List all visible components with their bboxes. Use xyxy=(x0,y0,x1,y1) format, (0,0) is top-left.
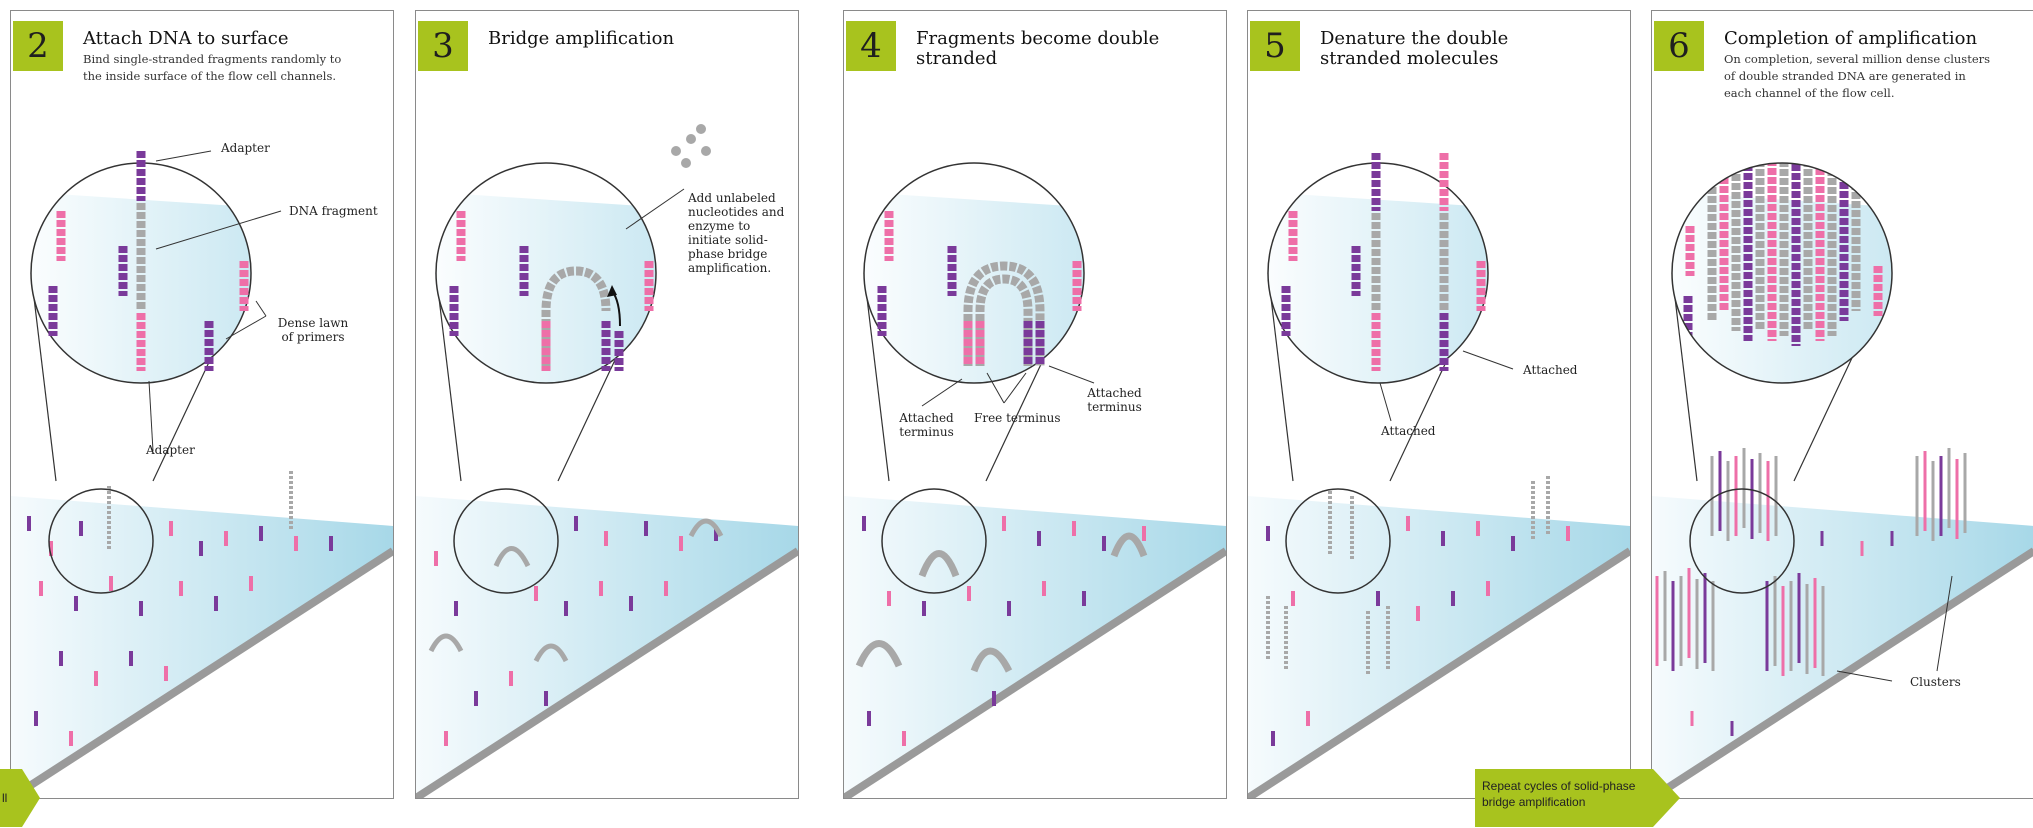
bridge-amplification-illustration xyxy=(416,11,798,798)
label-dna-fragment: DNA fragment xyxy=(289,204,378,218)
panel-attach-dna: 2 Attach DNA to surface Bind single-stra… xyxy=(10,10,394,799)
repeat-cycles-label: Repeat cycles of solid-phase bridge ampl… xyxy=(1482,778,1657,810)
panel-bridge-amplification: 3 Bridge amplification xyxy=(415,10,799,799)
label-attached-bottom: Attached xyxy=(1381,424,1436,438)
label-adapter-top: Adapter xyxy=(221,141,270,155)
denature-illustration xyxy=(1248,11,1630,798)
label-attached-right: Attached xyxy=(1523,363,1578,377)
panel-double-stranded: 4 Fragments become double stranded xyxy=(843,10,1227,799)
left-edge-tab-label: ll xyxy=(2,790,22,806)
label-add-nucleotides: Add unlabeled nucleotides and enzyme to … xyxy=(688,191,793,275)
panel-denature: 5 Denature the double stranded molecules xyxy=(1247,10,1631,799)
label-attached-terminus-right: Attached terminus xyxy=(1082,386,1147,414)
panel-completion: 6 Completion of amplification On complet… xyxy=(1651,10,2033,799)
label-adapter-bottom: Adapter xyxy=(146,443,195,457)
label-free-terminus: Free terminus xyxy=(974,411,1061,425)
attach-dna-illustration xyxy=(11,11,393,798)
double-stranded-illustration xyxy=(844,11,1226,798)
label-clusters: Clusters xyxy=(1910,675,1961,689)
label-attached-terminus-left: Attached terminus xyxy=(894,411,959,439)
completion-illustration xyxy=(1652,11,2033,798)
label-dense-lawn: Dense lawn of primers xyxy=(273,316,353,344)
